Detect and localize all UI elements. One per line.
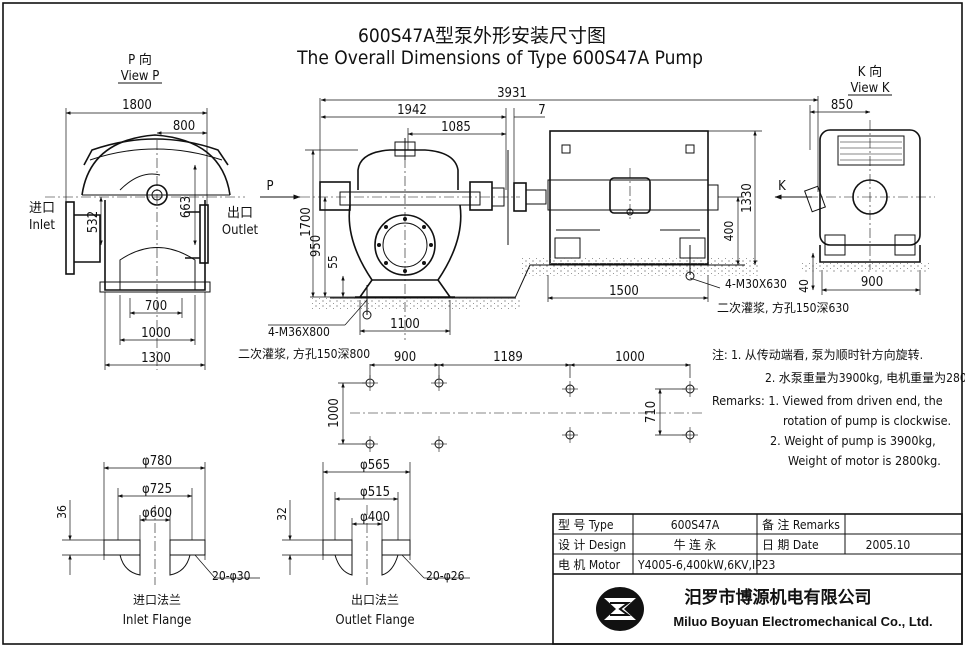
- tb-date-label: 日 期 Date: [762, 538, 819, 552]
- foundation-bolt-holes: [362, 375, 698, 452]
- outlet-holes: 20-φ26: [426, 569, 465, 583]
- view-k-en: View K: [850, 81, 889, 96]
- dim-1300: 1300: [141, 351, 171, 366]
- inlet-holes: 20-φ30: [212, 569, 251, 583]
- notes: 注: 1. 从传动端看, 泵为顺时针方向旋转. 2. 水泵重量为3900kg, …: [712, 347, 965, 468]
- company-logo: [596, 587, 644, 631]
- dim-663: 663: [179, 196, 194, 218]
- dim-7: 7: [538, 103, 545, 118]
- note-cn-1: 注: 1. 从传动端看, 泵为顺时针方向旋转.: [712, 347, 923, 362]
- title-block: 型 号 Type 600S47A 备 注 Remarks 设 计 Design …: [552, 513, 963, 645]
- note-cn-2: 2. 水泵重量为3900kg, 电机重量为2800kg.: [765, 371, 965, 385]
- inlet-cn: 进口: [29, 201, 55, 216]
- inlet-id: φ600: [142, 506, 172, 521]
- dim-532: 532: [86, 211, 101, 233]
- dim-1700: 1700: [299, 207, 314, 237]
- fdn-900: 900: [394, 350, 416, 365]
- foundation-plan: 900 1189 1000: [327, 350, 705, 452]
- dim-1800: 1800: [122, 98, 152, 113]
- view-p: P 向 View P 1800 800 进口 Inle: [29, 52, 259, 370]
- note-en-1b: rotation of pump is clockwise.: [783, 413, 951, 428]
- dim-55: 55: [326, 255, 340, 269]
- tb-model-label: 型 号 Type: [558, 518, 614, 532]
- tb-remarks-label: 备 注 Remarks: [762, 517, 840, 532]
- note-en-2: 2. Weight of pump is 3900kg,: [770, 433, 936, 448]
- company-en: Miluo Boyuan Electromechanical Co., Ltd.: [673, 614, 932, 629]
- fdn-1000h: 1000: [615, 350, 645, 365]
- inlet-en: Inlet: [29, 218, 55, 233]
- inlet-flange: φ780 φ725 φ600 36 20-φ30 进口法兰 Inlet Flan…: [55, 454, 260, 628]
- dim-40: 40: [797, 279, 811, 293]
- dim-3931: 3931: [497, 86, 527, 101]
- tb-motor-value: Y4005-6,400kW,6KV,IP23: [637, 558, 775, 572]
- note-en-3: Weight of motor is 2800kg.: [788, 453, 941, 468]
- view-k: K 向 View K K 850 900 40: [774, 64, 935, 295]
- tb-design-label: 设 计 Design: [558, 538, 626, 552]
- dim-850: 850: [831, 98, 853, 113]
- front-view: P 3931 1942 7 1085: [238, 86, 849, 361]
- tb-motor-label: 电 机 Motor: [558, 558, 621, 572]
- outlet-od: φ565: [360, 458, 390, 473]
- motor-bolts: 4-M30X630: [725, 277, 787, 291]
- dim-1330: 1330: [740, 183, 755, 213]
- pump-grout: 二次灌浆, 方孔150深800: [238, 346, 370, 361]
- title-cn: 600S47A型泵外形安装尺寸图: [358, 25, 606, 47]
- dim-1500: 1500: [609, 284, 639, 299]
- dim-800: 800: [173, 119, 195, 134]
- inlet-flange-en: Inlet Flange: [123, 613, 192, 628]
- company-cn: 汨罗市博源机电有限公司: [685, 587, 872, 607]
- outlet-flange-en: Outlet Flange: [335, 613, 414, 628]
- dim-1000-p: 1000: [141, 326, 171, 341]
- inlet-pcd: φ725: [142, 482, 172, 497]
- inlet-od: φ780: [142, 454, 172, 469]
- dim-400: 400: [722, 221, 736, 242]
- dim-1942: 1942: [397, 103, 427, 118]
- outlet-flange: φ565 φ515 φ400 32 20-φ26 出口法兰 Outlet Fla…: [275, 458, 470, 628]
- view-p-en: View P: [121, 69, 160, 84]
- view-p-cn: P 向: [128, 52, 152, 68]
- outlet-t: 32: [275, 507, 289, 521]
- fdn-710: 710: [644, 401, 659, 423]
- fdn-1189: 1189: [493, 350, 523, 365]
- outlet-cn: 出口: [227, 206, 253, 221]
- dim-1085: 1085: [441, 120, 471, 135]
- outlet-en: Outlet: [222, 223, 259, 238]
- title-en: The Overall Dimensions of Type 600S47A P…: [296, 47, 703, 69]
- outlet-pcd: φ515: [360, 485, 390, 500]
- outlet-id: φ400: [360, 510, 390, 525]
- outlet-flange-cn: 出口法兰: [351, 593, 399, 607]
- inlet-flange-cn: 进口法兰: [133, 593, 181, 607]
- tb-design-value: 牛 连 永: [674, 537, 717, 552]
- tb-date-value: 2005.10: [866, 538, 911, 552]
- dim-1100: 1100: [390, 317, 420, 332]
- dim-950: 950: [309, 235, 324, 257]
- tb-model-value: 600S47A: [671, 518, 720, 532]
- arrow-k-label: K: [778, 179, 786, 194]
- fdn-1000v: 1000: [327, 398, 342, 428]
- note-en-1: Remarks: 1. Viewed from driven end, the: [712, 393, 943, 408]
- arrow-p-label: P: [266, 179, 273, 194]
- pump-bolts: 4-M36X800: [268, 325, 330, 339]
- view-k-cn: K 向: [858, 64, 882, 80]
- inlet-t: 36: [55, 505, 69, 519]
- dim-700: 700: [145, 299, 167, 314]
- dim-900-k: 900: [861, 275, 883, 290]
- motor-grout: 二次灌浆, 方孔150深630: [717, 300, 849, 315]
